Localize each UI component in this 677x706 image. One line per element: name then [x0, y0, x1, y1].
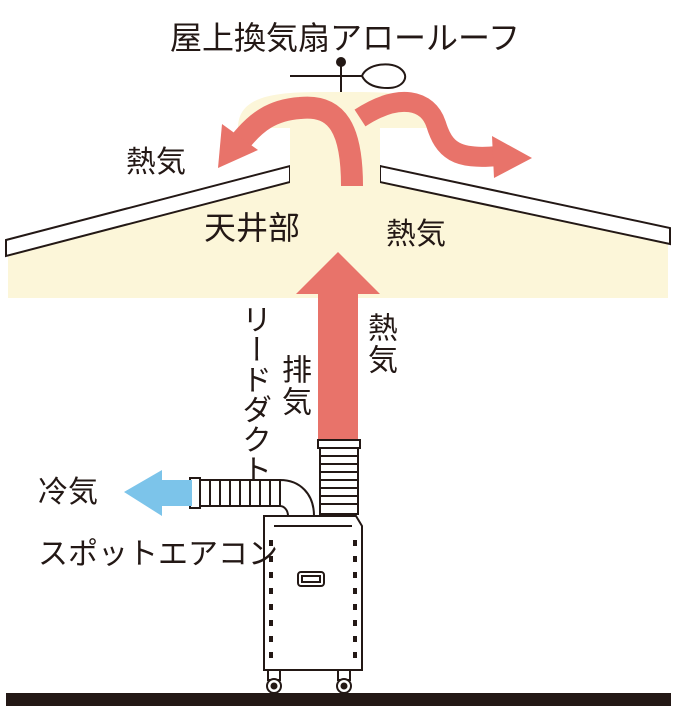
- aircon-unit: [263, 515, 363, 671]
- diagram-title-text: 屋上換気扇アロールーフ: [170, 19, 521, 57]
- hot-air-arrowhead-left: [218, 124, 258, 168]
- aircon-casters: [266, 669, 352, 694]
- cool-air-arrow: [124, 470, 192, 516]
- hot-air-shaft: [318, 288, 358, 446]
- hot-air-arrowhead-up: [296, 252, 380, 294]
- label-heat-vertical: 熱気: [362, 312, 397, 376]
- wind-vane: [290, 57, 407, 92]
- label-exhaust: 排気: [276, 354, 311, 418]
- label-cool-air: 冷気: [38, 475, 98, 510]
- diagram-title: 屋上換気扇アロールーフ: [170, 22, 520, 54]
- hot-air-arrowhead-right: [492, 136, 532, 178]
- label-heat-left: 熱気: [126, 145, 186, 180]
- label-ceiling: 天井部: [204, 209, 301, 247]
- label-lead-duct: リードダクト: [236, 304, 271, 484]
- cool-air-duct: [189, 477, 316, 517]
- hot-air-arrow-left: [231, 96, 363, 187]
- aircon-side-vents: [269, 540, 357, 658]
- label-spot-aircon: スポットエアコン: [38, 537, 278, 572]
- exhaust-duct: [317, 439, 361, 515]
- hot-air-arrow-right: [354, 91, 499, 167]
- label-heat-right: 熱気: [386, 217, 446, 252]
- floor-line: [6, 693, 671, 706]
